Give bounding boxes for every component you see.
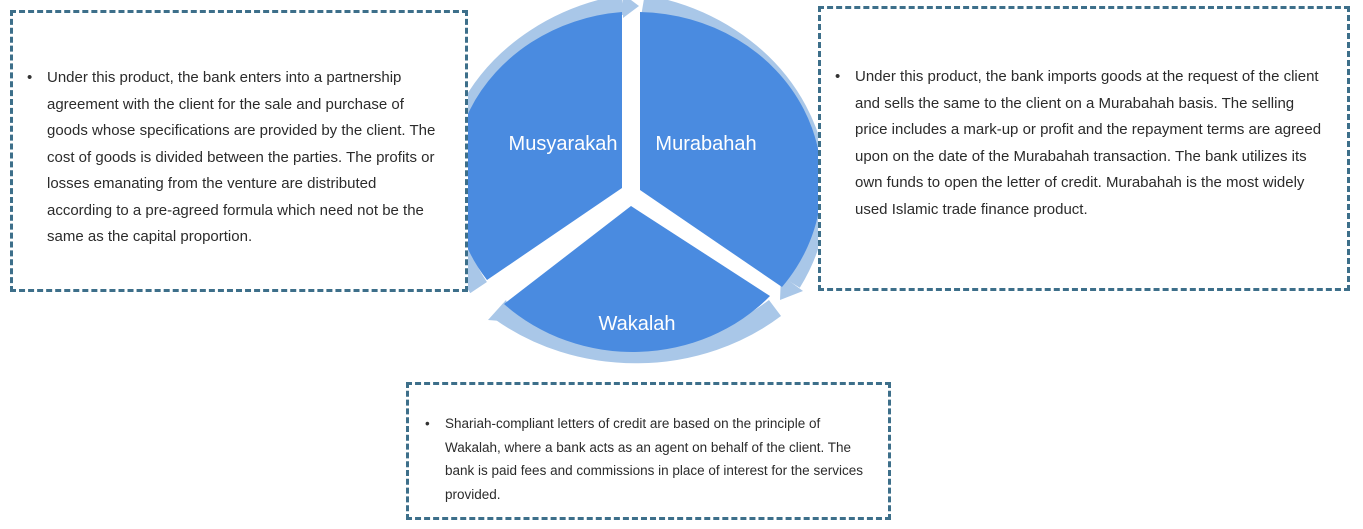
- murabahah-description-box: • Under this product, the bank imports g…: [818, 6, 1350, 291]
- murabahah-description: Under this product, the bank imports goo…: [855, 68, 1322, 218]
- murabahah-bullet-item: • Under this product, the bank imports g…: [835, 64, 1325, 223]
- bullet-icon: •: [835, 68, 841, 85]
- bullet-icon: •: [27, 69, 33, 86]
- segment-wakalah: [504, 206, 770, 352]
- bullet-icon: •: [425, 416, 430, 431]
- wakalah-description-box: • Shariah-compliant letters of credit ar…: [406, 382, 891, 520]
- musyarakah-description-box: • Under this product, the bank enters in…: [10, 10, 468, 292]
- musyarakah-description: Under this product, the bank enters into…: [47, 69, 436, 245]
- segment-musyarakah: [452, 12, 622, 280]
- musyarakah-bullet-item: • Under this product, the bank enters in…: [27, 65, 445, 251]
- arrowhead-icon: [623, 0, 639, 18]
- wakalah-bullet-item: • Shariah-compliant letters of credit ar…: [425, 412, 868, 506]
- wakalah-description: Shariah-compliant letters of credit are …: [445, 416, 863, 502]
- segment-label-murabahah: Murabahah: [655, 133, 756, 155]
- segment-label-musyarakah: Musyarakah: [509, 133, 618, 155]
- cycle-ring-arc-3: [494, 300, 782, 364]
- segment-murabahah: [640, 12, 822, 287]
- segment-label-wakalah: Wakalah: [598, 313, 675, 335]
